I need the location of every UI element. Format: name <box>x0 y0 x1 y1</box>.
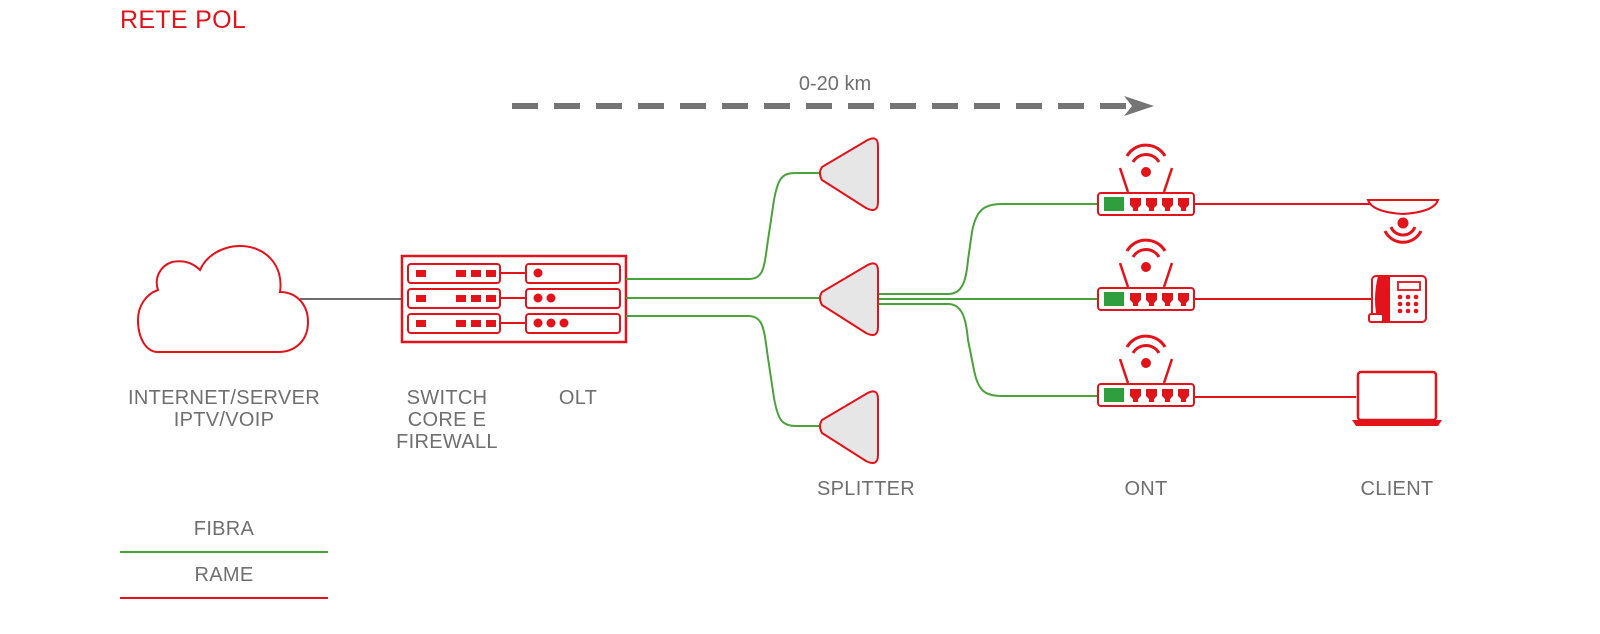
label-splitter: SPLITTER <box>817 478 915 500</box>
distance-arrow <box>512 96 1154 116</box>
label-internet: INTERNET/SERVER IPTV/VOIP <box>128 387 320 431</box>
cloud-icon <box>136 244 310 353</box>
rack-unit-3 <box>407 313 621 334</box>
legend-fiber-label: FIBRA <box>193 518 255 540</box>
phone-icon <box>1368 275 1427 323</box>
label-olt: OLT <box>558 387 598 409</box>
distance-label: 0-20 km <box>798 73 872 95</box>
label-client: CLIENT <box>1360 478 1434 500</box>
fiber-olt-splitters <box>626 172 824 427</box>
laptop-icon <box>1352 370 1442 426</box>
label-switch: SWITCH CORE E FIREWALL <box>396 387 498 453</box>
splitter-bot-icon <box>819 390 879 464</box>
splitter-top-icon <box>819 137 879 211</box>
ont-mid-icon <box>1097 238 1195 311</box>
legend-copper-label: RAME <box>194 564 254 586</box>
splitter-icons <box>819 137 879 464</box>
splitter-mid-icon <box>819 262 879 336</box>
rack-unit-2 <box>407 288 621 309</box>
olt-switch-icon <box>400 254 628 344</box>
ceiling-access-point-icon <box>1366 199 1440 244</box>
diagram-title: RETE POL <box>120 6 247 34</box>
rack-unit-1 <box>407 263 621 284</box>
label-ont: ONT <box>1124 478 1168 500</box>
ont-top-icon <box>1097 143 1195 216</box>
copper-ont-clients <box>1194 203 1372 398</box>
fiber-splitter-onts <box>878 203 1098 397</box>
ont-bot-icon <box>1097 334 1195 407</box>
